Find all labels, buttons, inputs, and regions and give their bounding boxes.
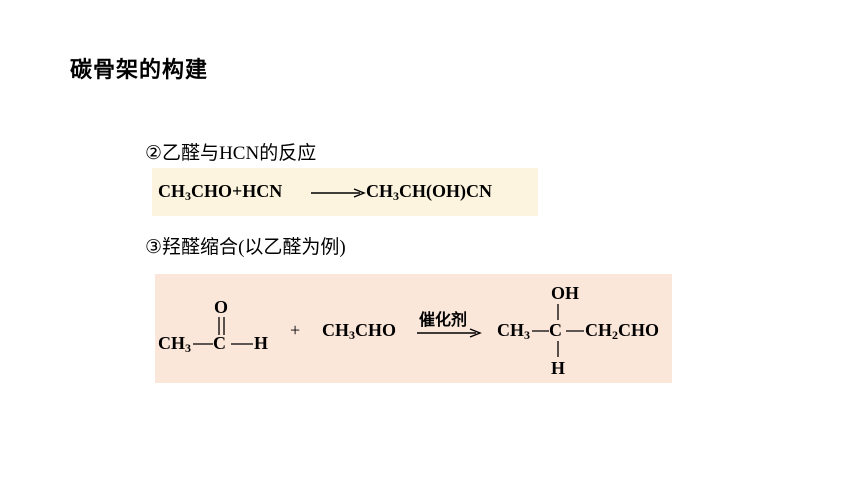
circled-number: ② — [145, 142, 163, 164]
reaction-arrow-icon — [311, 188, 366, 198]
p-carbon: C — [549, 320, 562, 340]
p-hydroxyl: OH — [551, 283, 580, 303]
label-text-suffix: 的反应 — [259, 142, 317, 164]
r1-carbon: C — [213, 333, 226, 353]
p-bond-down — [557, 341, 559, 357]
p-bond-left — [532, 330, 549, 332]
p-bond-right — [566, 330, 584, 332]
page-title: 碳骨架的构建 — [70, 58, 209, 83]
label-latin: HCN — [219, 143, 260, 164]
label-paren-open: ( — [238, 237, 245, 258]
reaction1-product: CH3CH(OH)CN — [366, 181, 492, 203]
section-label-hcn-reaction: ②乙醛与HCN的反应 — [145, 138, 316, 165]
reaction1-reactants: CH3CHO+HCN — [158, 181, 283, 203]
label-text: 羟醛缩合 — [162, 236, 239, 258]
label-text: 乙醛与 — [162, 142, 220, 164]
p-bond-up — [557, 304, 559, 320]
r1-methyl: CH3 — [158, 333, 191, 355]
reaction-box-aldol — [155, 274, 672, 383]
catalyst-label: 催化剂 — [419, 310, 468, 329]
r1-oxygen: O — [214, 297, 229, 317]
catalyst-arrow-icon — [417, 328, 482, 338]
p-methyl: CH3 — [497, 320, 530, 342]
reaction-box-hcn — [152, 168, 538, 216]
p-hydrogen: H — [551, 358, 566, 378]
label-text-example: 以乙醛为例 — [244, 236, 340, 258]
r1-hydrogen: H — [254, 333, 269, 353]
plus-sign: + — [290, 320, 301, 340]
circled-number: ③ — [145, 236, 163, 258]
r1-bond-left — [193, 343, 213, 345]
r2-acetaldehyde: CH3CHO — [322, 320, 397, 342]
r1-double-bond — [218, 317, 225, 335]
r1-bond-right — [231, 343, 253, 345]
section-label-aldol: ③羟醛缩合(以乙醛为例) — [145, 232, 346, 259]
label-paren-close: ) — [339, 237, 346, 258]
p-chain: CH2CHO — [585, 320, 660, 342]
